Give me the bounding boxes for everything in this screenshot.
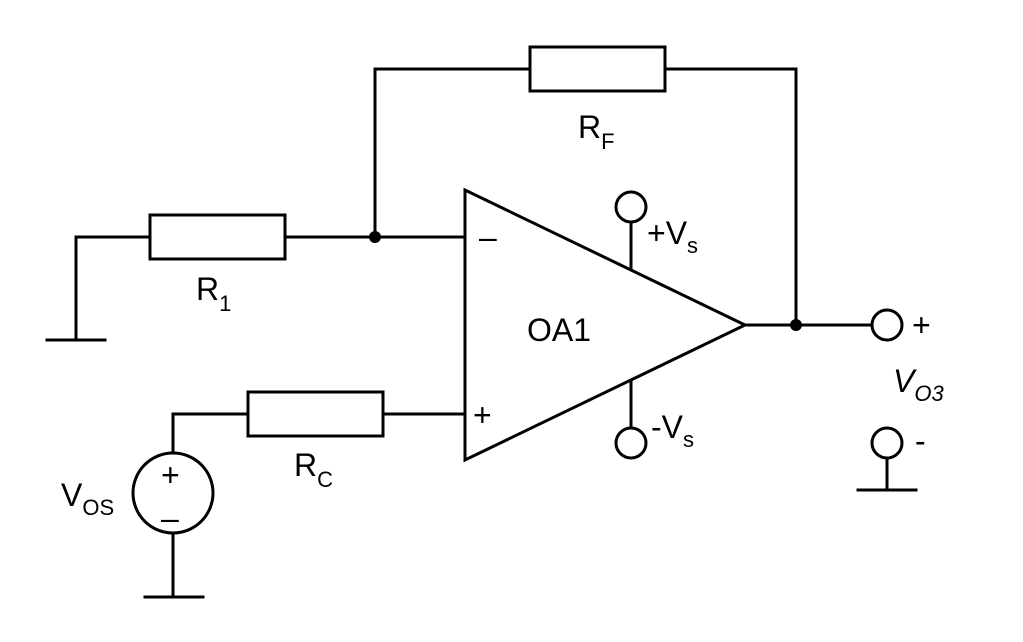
label-output-voltage: VO3 bbox=[893, 363, 944, 406]
junction-node-inverting bbox=[369, 231, 381, 243]
terminal-positive-supply bbox=[614, 190, 648, 224]
resistor-rf bbox=[528, 45, 667, 93]
resistor-rc bbox=[246, 390, 385, 438]
vos-minus-sign: – bbox=[161, 500, 179, 536]
inverting-input-sign: – bbox=[479, 219, 497, 255]
noninverting-input-sign: + bbox=[473, 397, 492, 433]
label-positive-supply: +Vs bbox=[647, 215, 698, 258]
label-r1: R1 bbox=[196, 271, 231, 316]
feedback-path bbox=[373, 45, 798, 327]
voltage-source-vos bbox=[131, 451, 215, 535]
resistor-r1 bbox=[148, 213, 287, 261]
op-amp-name: OA1 bbox=[527, 312, 591, 348]
terminal-output-negative bbox=[870, 426, 904, 460]
label-negative-supply: -Vs bbox=[651, 409, 694, 452]
noninverting-input-branch bbox=[131, 390, 467, 599]
junction-node-output bbox=[790, 319, 802, 331]
supply-terminals bbox=[614, 190, 648, 460]
inverting-input-branch bbox=[45, 213, 467, 342]
output-plus-sign: + bbox=[912, 307, 931, 343]
output-network bbox=[743, 308, 918, 492]
label-vos: VOS bbox=[61, 477, 114, 520]
label-rf: RF bbox=[578, 109, 615, 154]
terminal-output-positive bbox=[870, 308, 904, 342]
output-minus-sign: - bbox=[915, 423, 926, 459]
terminal-negative-supply bbox=[614, 426, 648, 460]
vos-plus-sign: + bbox=[161, 457, 180, 493]
label-rc: RC bbox=[294, 447, 333, 492]
op-amp-triangle bbox=[463, 187, 749, 463]
op-amp bbox=[463, 187, 749, 463]
